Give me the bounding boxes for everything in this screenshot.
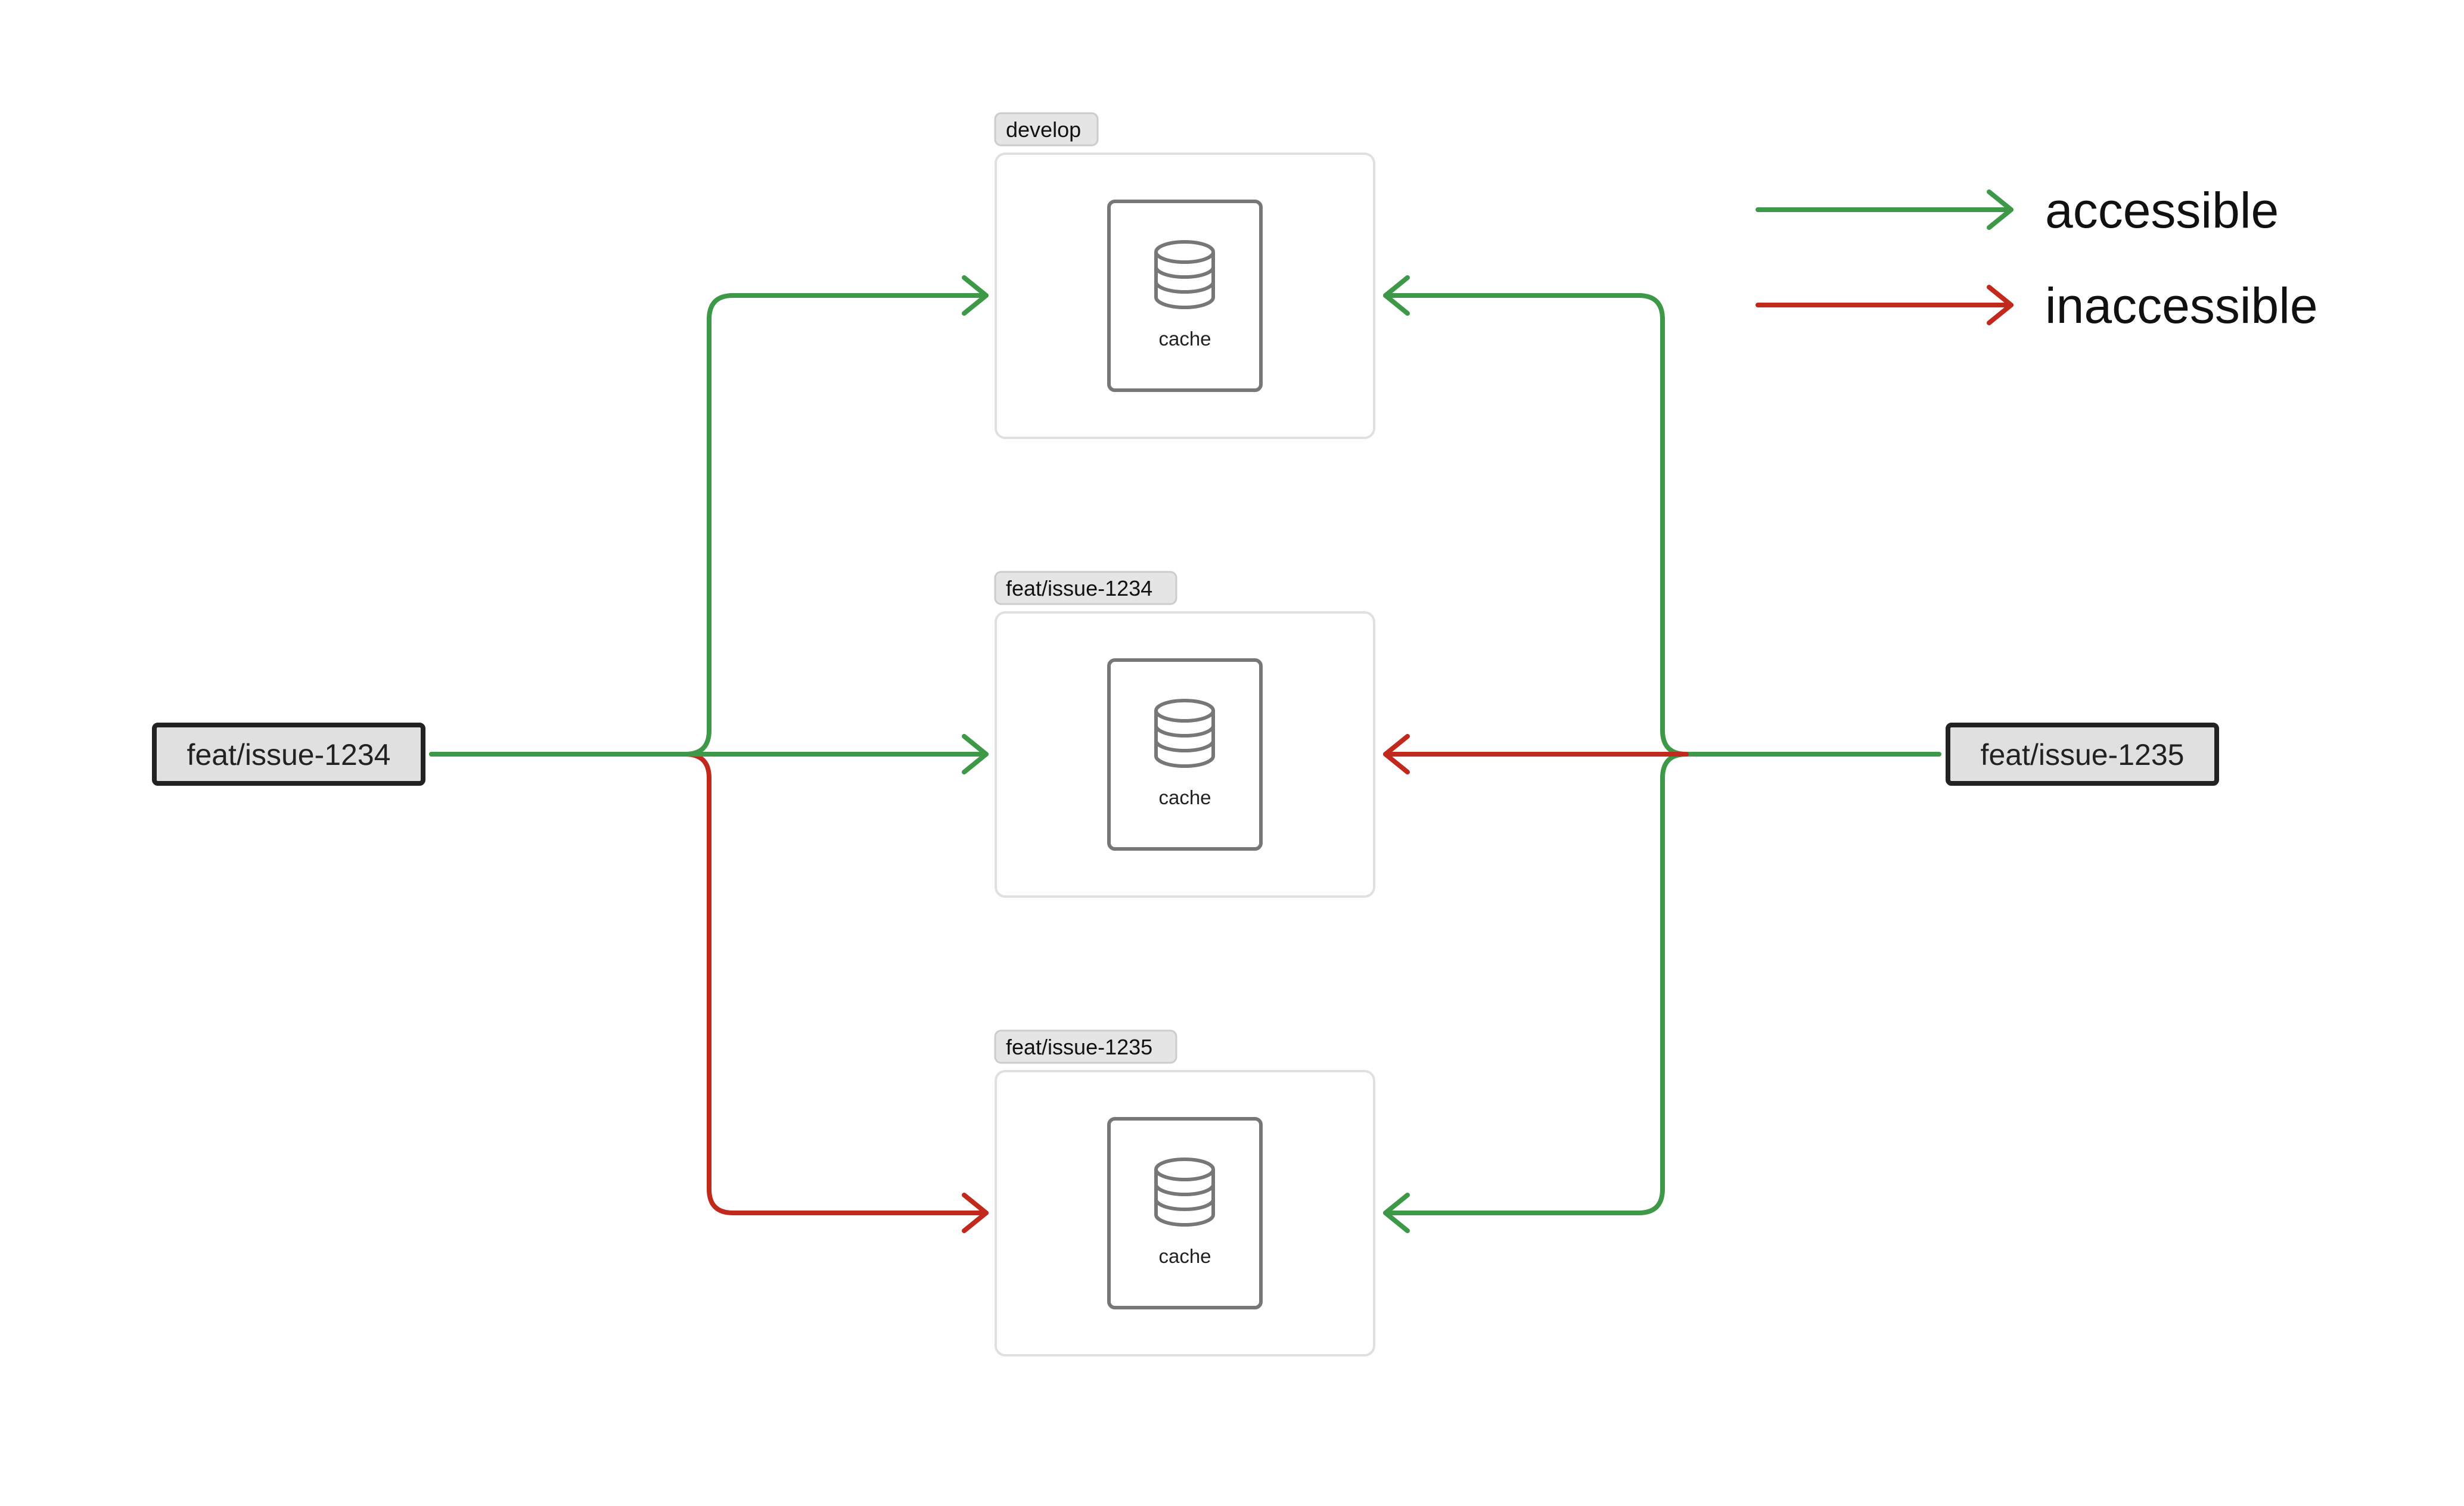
connector-left-issue-1235 [683,752,989,1215]
cache-card [1107,658,1263,851]
legend-accessible: accessible [1755,182,2279,238]
right-connectors [1383,275,1941,1233]
arrowhead-left-develop [962,275,989,316]
connector-right-develop [1383,293,1941,757]
cache-panel-issue-1234: feat/issue-1234 cache [994,571,1375,898]
branch-name-left: feat/issue-1234 [187,738,391,771]
branch-node-left: feat/issue-1234 [152,723,425,786]
legend-inaccessible-label: inaccessible [2045,278,2318,334]
branch-name-right: feat/issue-1235 [1981,738,2185,771]
legend: accessible inaccessible [1755,182,2318,334]
connector-left-develop [429,293,989,757]
database-icon [1154,1157,1215,1227]
left-connectors [429,275,989,1233]
branch-node-right: feat/issue-1235 [1946,723,2219,786]
cache-panel-develop: develop cache [994,112,1375,439]
cache-tag-bg [994,112,1099,147]
cache-tag-bg [994,1029,1177,1064]
cache-tag-develop: develop [1006,117,1081,142]
legend-inaccessible: inaccessible [1755,278,2318,334]
branch-node-box [152,723,425,786]
connector-right-issue-1235 [1383,752,1689,1215]
arrowhead-right-develop [1383,275,1410,316]
arrowhead-right-issue-1235 [1383,1193,1410,1233]
database-icon [1154,240,1215,309]
legend-accessible-arrowhead [1987,189,2014,230]
cache-label: cache [1158,328,1211,350]
arrowhead-left-issue-1235 [962,1193,989,1233]
cache-tag-issue-1235: feat/issue-1235 [1006,1035,1152,1059]
legend-inaccessible-arrowhead [1987,285,2014,325]
cache-tag-bg [994,571,1177,605]
database-icon [1154,699,1215,768]
cache-label: cache [1158,786,1211,808]
branch-node-box [1946,723,2219,786]
cache-card [1107,200,1263,392]
legend-accessible-label: accessible [2045,182,2279,238]
cache-panel-issue-1235: feat/issue-1235 cache [994,1029,1375,1356]
arrowhead-right-issue-1234 [1383,734,1410,774]
cache-label: cache [1158,1245,1211,1267]
cache-card [1107,1117,1263,1309]
arrowhead-left-issue-1234 [962,734,989,774]
cache-tag-issue-1234: feat/issue-1234 [1006,576,1152,600]
